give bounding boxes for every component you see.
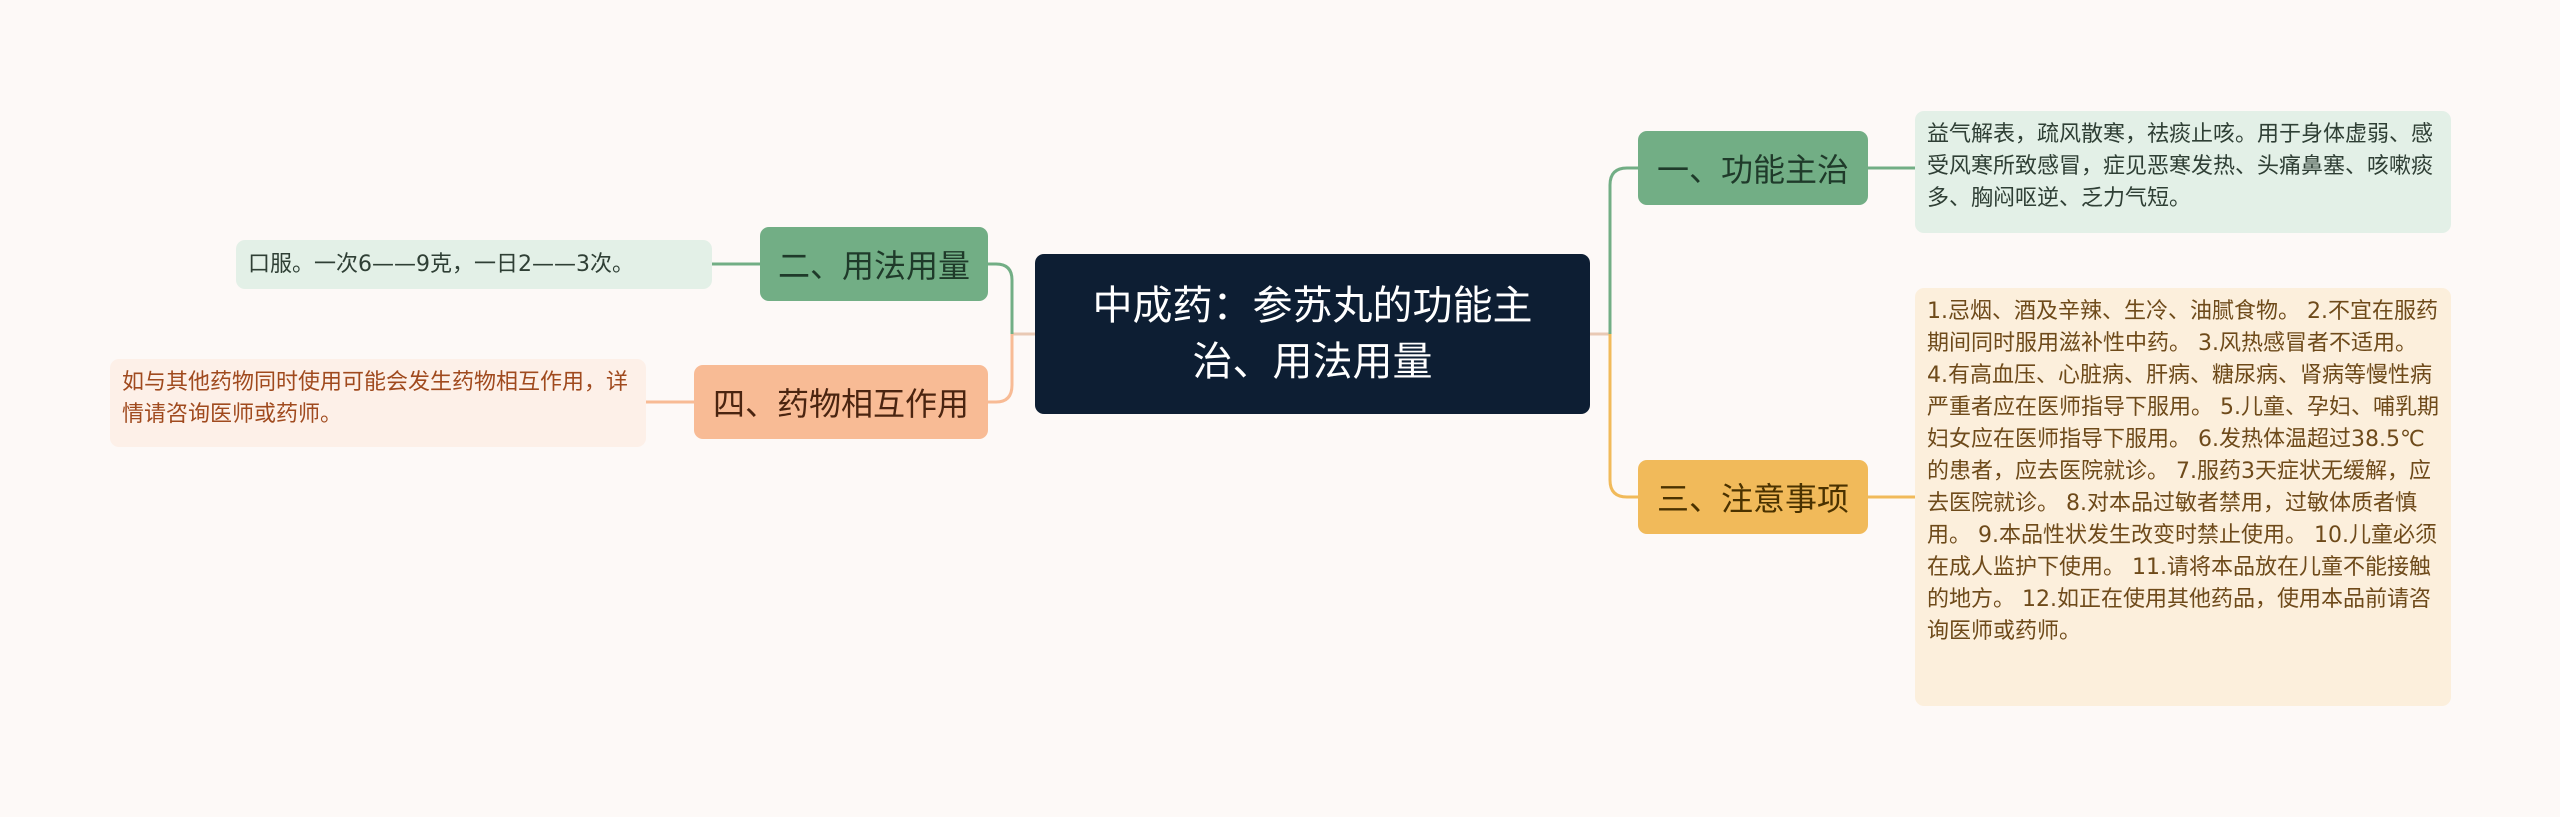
- branch-precautions-label: 三、注意事项: [1656, 480, 1849, 518]
- leaf-interactions-detail[interactable]: 如与其他药物同时使用可能会发生药物相互作用，详情请咨询医师或药师。: [110, 359, 646, 447]
- leaf-function-detail[interactable]: 益气解表，疏风散寒，祛痰止咳。用于身体虚弱、感受风寒所致感冒，症见恶寒发热、头痛…: [1915, 111, 2451, 233]
- leaf-interactions-text: 如与其他药物同时使用可能会发生药物相互作用，详情请咨询医师或药师。: [122, 370, 629, 427]
- branch-interactions[interactable]: 四、药物相互作用: [694, 365, 988, 439]
- branch-function-label: 一、功能主治: [1656, 151, 1849, 189]
- connector-interactions: [988, 334, 1014, 404]
- branch-precautions[interactable]: 三、注意事项: [1638, 460, 1868, 534]
- branch-usage-label: 二、用法用量: [777, 247, 970, 285]
- branch-function[interactable]: 一、功能主治: [1638, 131, 1868, 205]
- leaf-precautions-text: 1.忌烟、酒及辛辣、生冷、油腻食物。 2.不宜在服药期间同时服用滋补性中药。 3…: [1927, 299, 2439, 644]
- leaf-precautions-detail[interactable]: 1.忌烟、酒及辛辣、生冷、油腻食物。 2.不宜在服药期间同时服用滋补性中药。 3…: [1915, 288, 2451, 706]
- central-topic-title: 中成药：参苏丸的功能主治、用法用量: [1092, 283, 1533, 385]
- leaf-usage-detail[interactable]: 口服。一次6——9克，一日2——3次。: [236, 240, 712, 289]
- leaf-usage-text: 口服。一次6——9克，一日2——3次。: [248, 251, 634, 277]
- central-topic[interactable]: 中成药：参苏丸的功能主治、用法用量: [1035, 254, 1590, 414]
- leaf-function-text: 益气解表，疏风散寒，祛痰止咳。用于身体虚弱、感受风寒所致感冒，症见恶寒发热、头痛…: [1927, 122, 2434, 211]
- branch-interactions-label: 四、药物相互作用: [712, 385, 969, 423]
- connector-usage: [988, 262, 1014, 334]
- branch-usage[interactable]: 二、用法用量: [760, 227, 988, 301]
- connector-precautions: [1608, 334, 1638, 499]
- connector-function: [1608, 166, 1638, 334]
